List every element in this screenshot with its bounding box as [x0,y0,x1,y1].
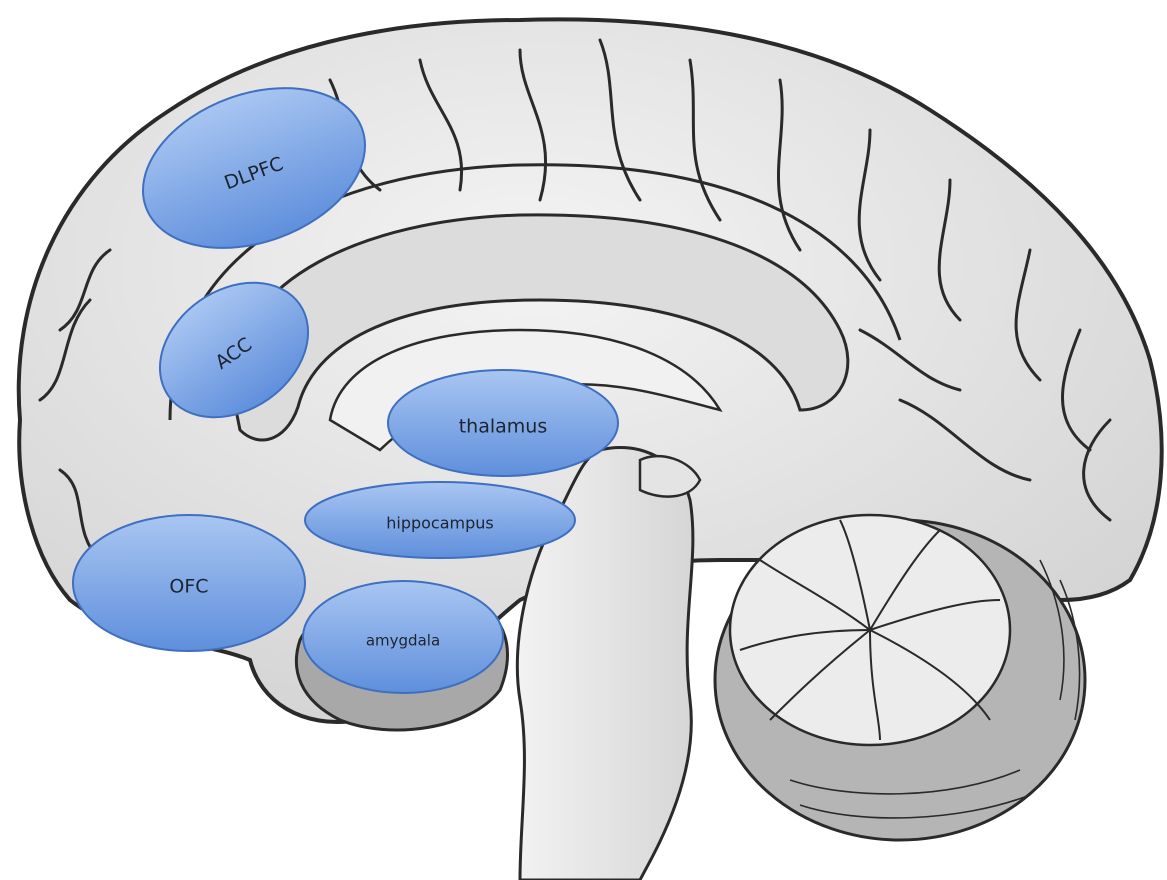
region-ofc: OFC [73,515,305,651]
region-amygdala-label: amygdala [366,632,440,650]
region-thalamus: thalamus [388,370,618,476]
region-thalamus-label: thalamus [459,416,548,438]
region-ofc-label: OFC [169,576,208,598]
region-hippocampus: hippocampus [305,482,575,558]
region-hippocampus-label: hippocampus [386,514,494,533]
region-amygdala: amygdala [303,581,503,693]
